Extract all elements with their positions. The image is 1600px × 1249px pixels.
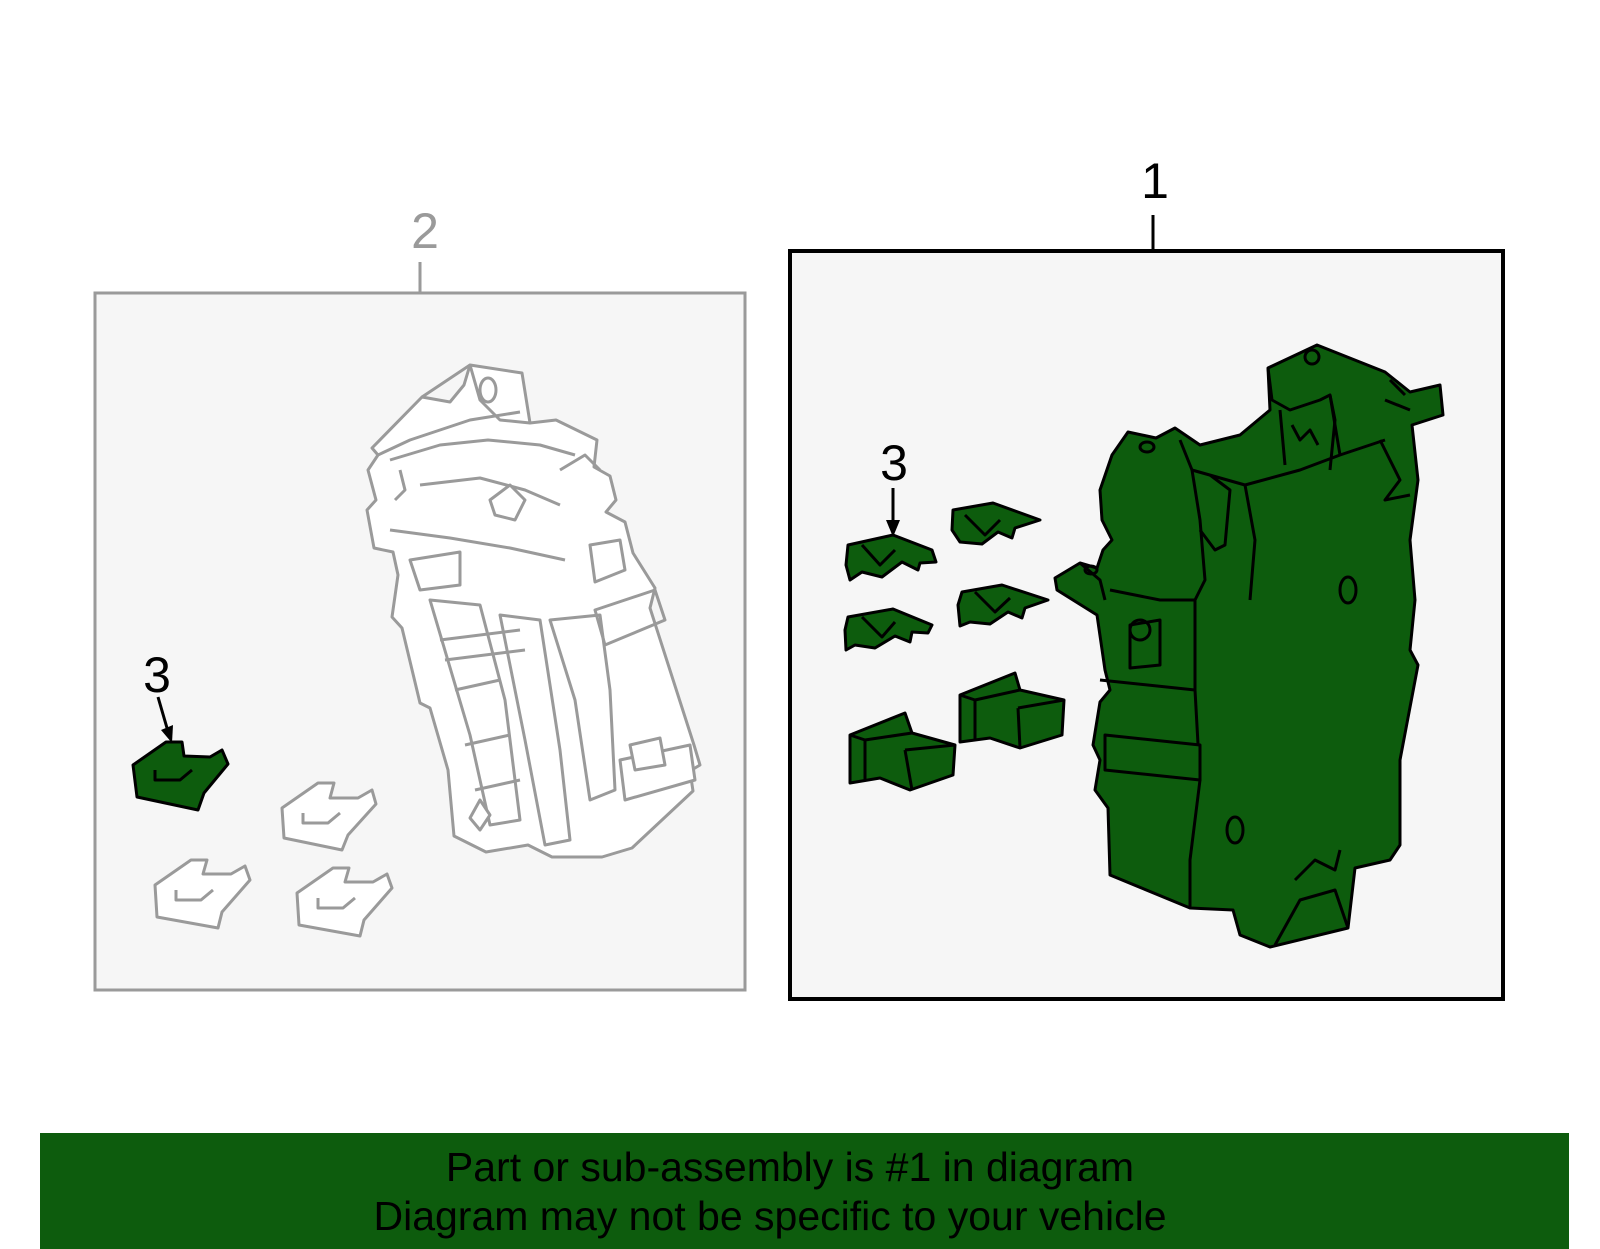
- fuse-box-green: [1053, 343, 1445, 949]
- clip-gray-1: [280, 781, 378, 852]
- arrow-3-left-shaft: [156, 696, 169, 729]
- assembly-1-group: 1: [788, 153, 1505, 1001]
- clip-green-r3: [843, 607, 934, 652]
- clip-green-r1: [844, 533, 938, 582]
- clip-gray-3: [295, 866, 394, 938]
- fuse-box-outline-gray: [365, 363, 702, 859]
- assembly-2-group: 2: [93, 203, 747, 992]
- clip-green-r4: [956, 583, 1050, 628]
- connector-green-large-1: [848, 711, 957, 792]
- clip-green-r2: [950, 501, 1042, 546]
- connector-green-large-2: [958, 671, 1066, 750]
- arrow-3-right-head: [886, 520, 900, 537]
- info-banner: Part or sub-assembly is #1 in diagram Di…: [40, 1133, 1569, 1249]
- banner-line-2: Diagram may not be specific to your vehi…: [373, 1193, 1167, 1239]
- callout-2: 2: [411, 203, 439, 259]
- clip-green-left: [131, 740, 230, 812]
- arrow-3-left-head: [161, 725, 173, 743]
- callout-1: 1: [1141, 153, 1169, 209]
- callout-3-left: 3: [143, 647, 171, 703]
- callout-3-right: 3: [880, 435, 908, 491]
- banner-line-1: Part or sub-assembly is #1 in diagram: [445, 1144, 1135, 1190]
- clip-gray-2: [153, 858, 252, 930]
